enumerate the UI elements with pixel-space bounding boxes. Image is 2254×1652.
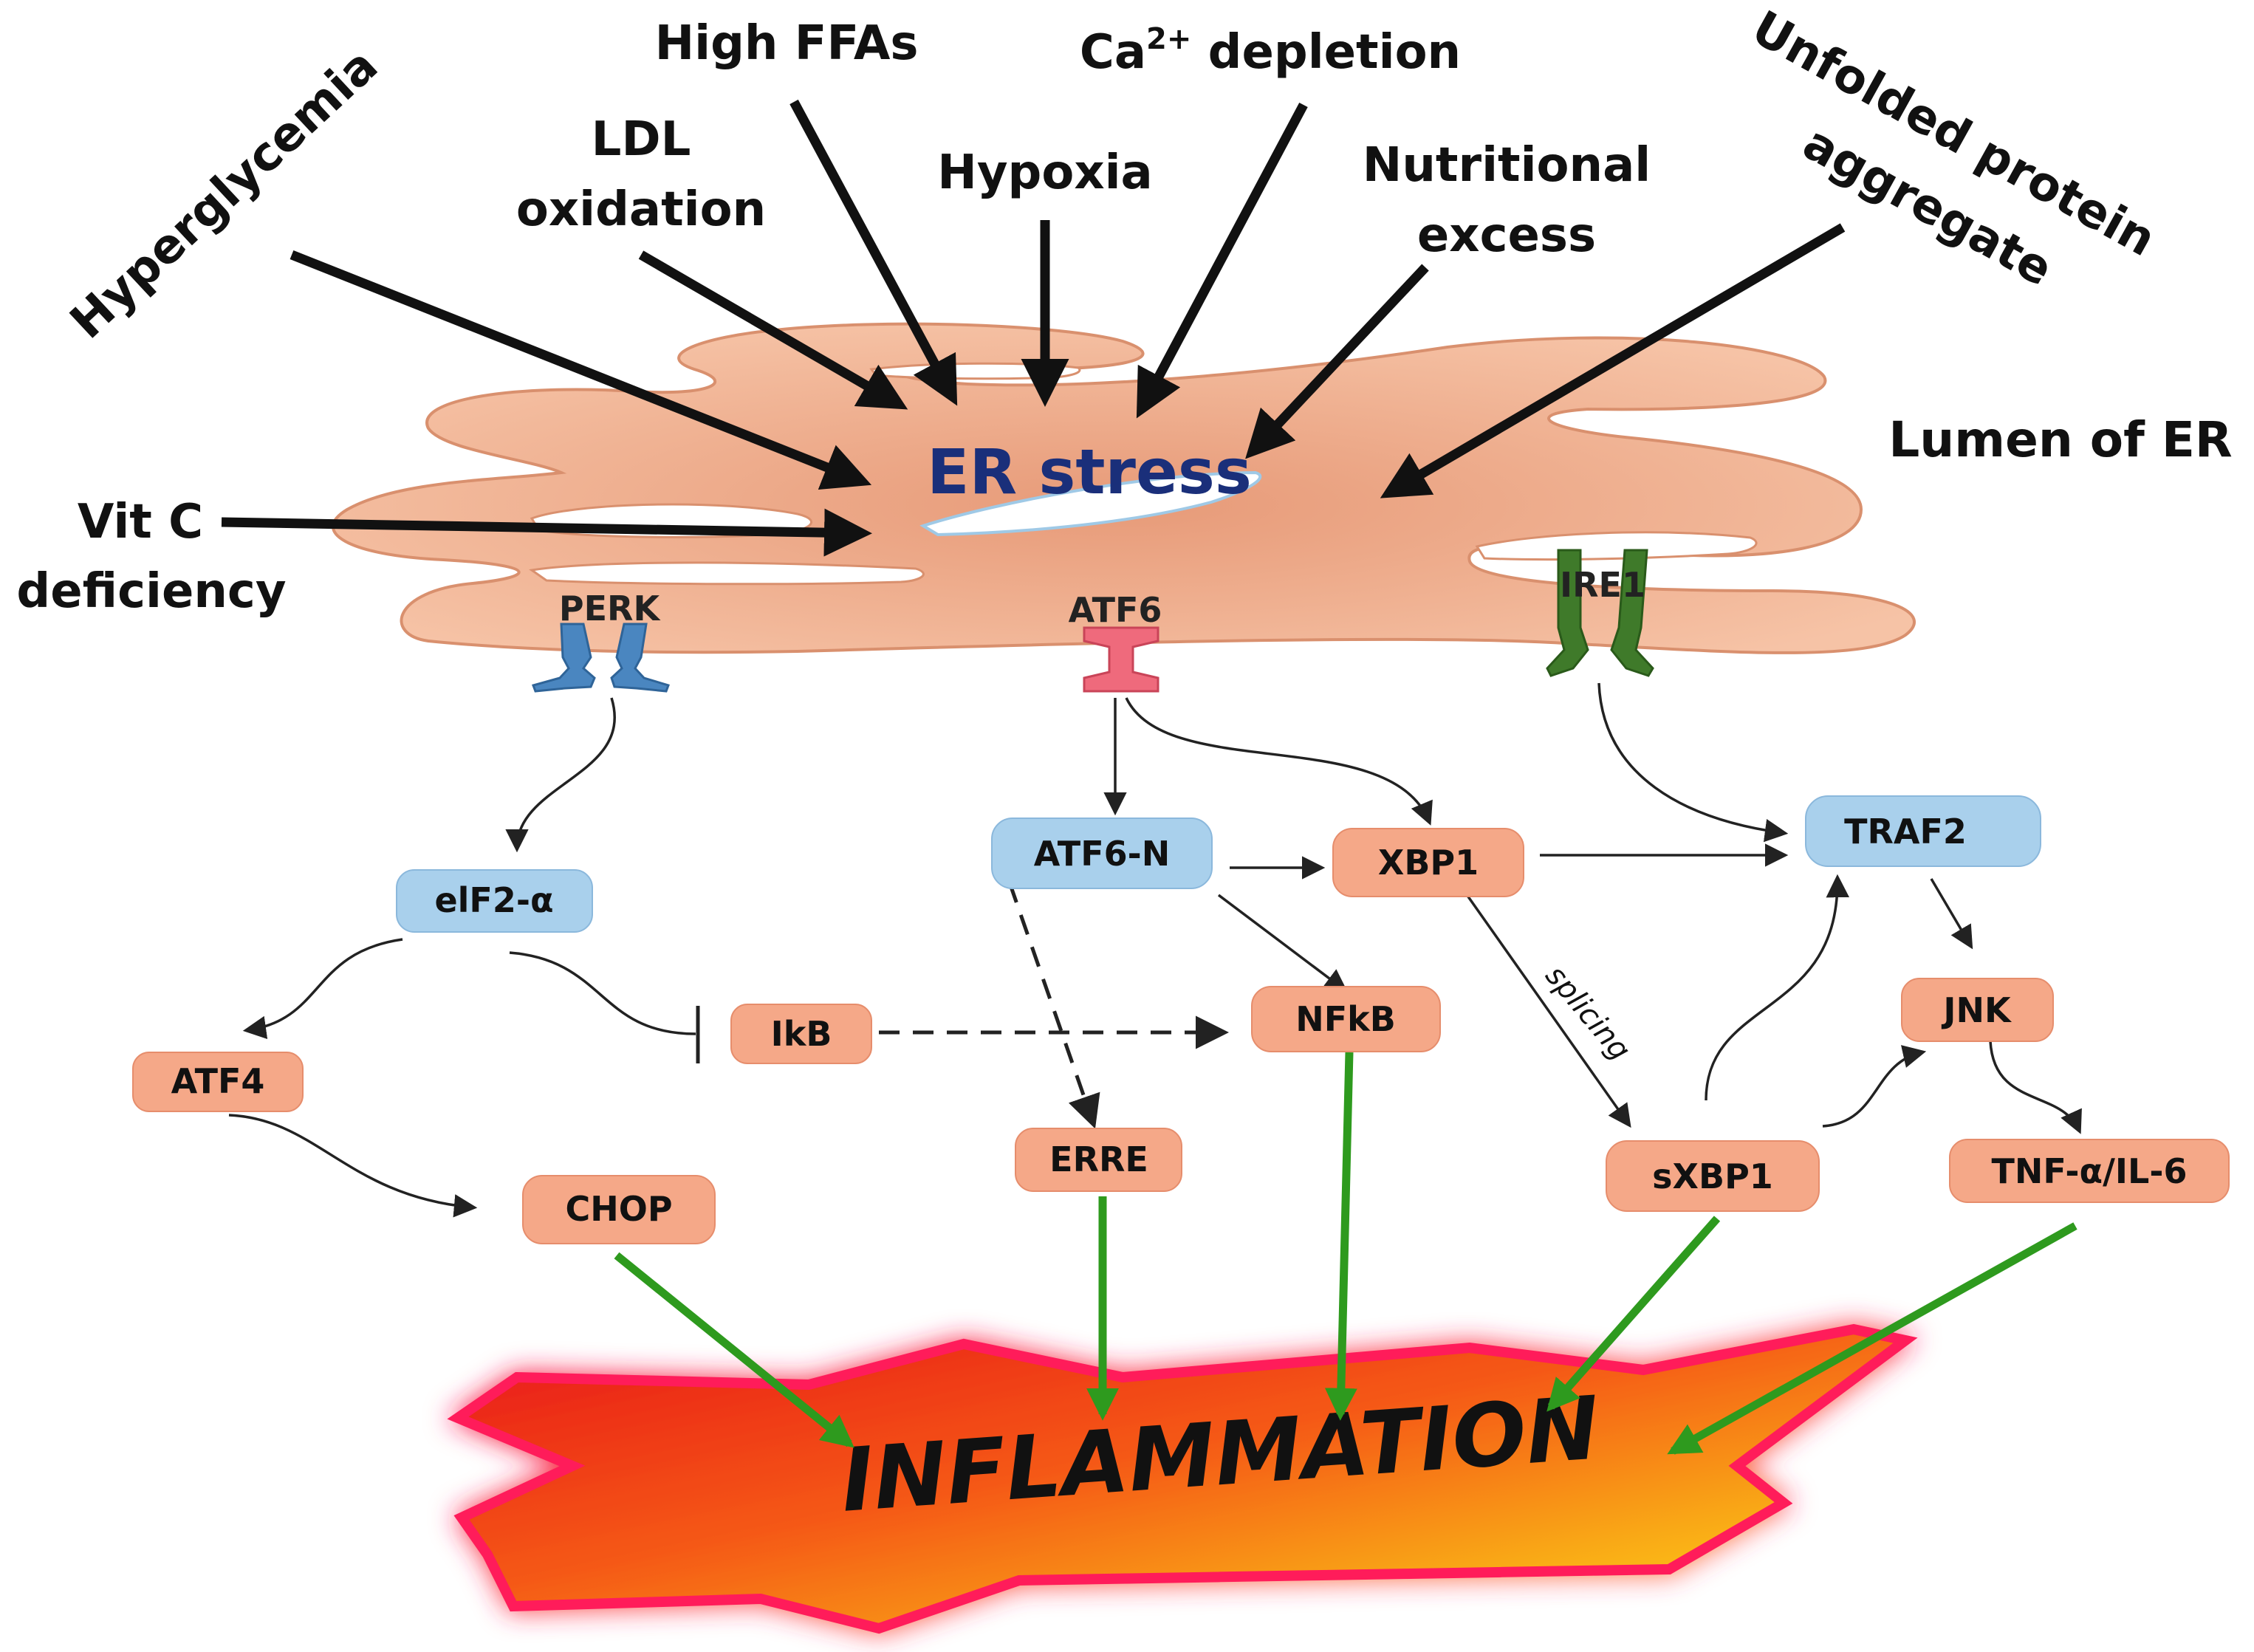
node-xbp1-label: XBP1 xyxy=(1378,843,1479,882)
stimulus-arrows xyxy=(221,99,1846,557)
node-ikb: IkB xyxy=(730,1004,872,1064)
green-arrow-tnf xyxy=(1667,1222,2077,1455)
node-erre-box xyxy=(1015,1128,1182,1192)
arrow-vitc xyxy=(221,508,872,557)
node-atf4: ATF4 xyxy=(132,1052,304,1112)
stimulus-hypoxia: Hypoxia xyxy=(937,145,1152,200)
node-atf4-box xyxy=(132,1052,304,1112)
node-atf6n-box xyxy=(991,818,1213,889)
arrow-xbp1-sxbp1 xyxy=(1465,892,1631,1128)
arrow-atf6-xbp1 xyxy=(1125,697,1433,826)
ire1-receptor: IRE1 xyxy=(1546,549,1654,677)
arrow-calcium xyxy=(1136,102,1308,419)
arrow-atf4-chop xyxy=(228,1114,478,1218)
inflammation-burst: INFLAMMATION xyxy=(447,1323,1918,1634)
atf6-receptor-shape xyxy=(1083,626,1159,693)
node-jnk-box xyxy=(1901,978,2054,1042)
stimulus-ldl-line1: LDL xyxy=(592,112,691,167)
node-sxbp1-label: sXBP1 xyxy=(1652,1156,1773,1196)
arrow-nutritional xyxy=(1245,264,1429,459)
ire1-receptor-shape xyxy=(1546,549,1654,677)
stimulus-hyperglycemia: Hyperglycemia xyxy=(60,38,388,350)
arrow-eif2a-atf4 xyxy=(242,938,403,1040)
stimulus-calcium: Ca2+ depletion xyxy=(1080,22,1461,80)
green-arrow-chop xyxy=(614,1252,854,1448)
node-tnf-il6: TNF-α/IL-6 xyxy=(1949,1139,2230,1203)
arrow-unfolded xyxy=(1380,223,1846,498)
inflammation-shape xyxy=(447,1323,1918,1634)
er-lumen-pocket xyxy=(919,470,1262,537)
node-eif2a-label: elF2-α xyxy=(434,880,553,920)
node-tnf-il6-box xyxy=(1949,1139,2230,1203)
arrow-sxbp1-traf2 xyxy=(1705,874,1849,1101)
stimulus-nutritional-line2: excess xyxy=(1417,208,1596,263)
atf6-label: ATF6 xyxy=(1069,590,1162,630)
node-nfkb: NFkB xyxy=(1251,986,1441,1052)
arrow-sxbp1-jnk xyxy=(1822,1045,1927,1128)
node-traf2: TRAF2 xyxy=(1805,795,2041,867)
ire1-label: IRE1 xyxy=(1560,565,1645,605)
node-chop-label: CHOP xyxy=(565,1189,672,1229)
stimulus-nutritional-line1: Nutritional xyxy=(1363,138,1651,193)
node-atf4-label: ATF4 xyxy=(171,1061,265,1101)
green-arrow-nfkb xyxy=(1324,1052,1357,1421)
arrow-traf2-jnk xyxy=(1930,878,1973,950)
arrow-perk-eif2a xyxy=(505,697,616,853)
node-chop: CHOP xyxy=(522,1175,716,1244)
pathway-arrows xyxy=(228,682,2082,1218)
green-arrow-sxbp1 xyxy=(1546,1216,1721,1412)
node-tnf-il6-label: TNF-α/IL-6 xyxy=(1992,1151,2188,1191)
atf6-receptor: ATF6 xyxy=(1069,590,1162,693)
node-erre: ERRE xyxy=(1015,1128,1182,1192)
node-ikb-label: IkB xyxy=(771,1014,832,1054)
arrow-jnk-tnf xyxy=(1989,1041,2082,1134)
er-stress-title: ER stress xyxy=(927,436,1252,508)
arrow-ldl-oxidation xyxy=(638,250,908,410)
node-traf2-box xyxy=(1805,795,2041,867)
node-xbp1-box xyxy=(1332,828,1524,897)
node-nfkb-label: NFkB xyxy=(1295,999,1396,1039)
stimulus-vitc-line2: deficiency xyxy=(16,564,286,619)
arrow-high-ffas xyxy=(789,99,958,406)
stimulus-ldl-line2: oxidation xyxy=(516,182,766,237)
node-jnk: JNK xyxy=(1901,978,2054,1042)
dashed-arrow-atf6n-erre xyxy=(996,850,1100,1129)
node-atf6n-label: ATF6-N xyxy=(1034,834,1170,874)
lumen-of-er-label: Lumen of ER xyxy=(1888,411,2232,468)
perk-label: PERK xyxy=(559,589,662,628)
node-erre-label: ERRE xyxy=(1049,1139,1148,1179)
node-traf2-label: TRAF2 xyxy=(1844,812,1967,851)
arrow-hyperglycemia xyxy=(290,250,872,490)
node-sxbp1-box xyxy=(1606,1140,1820,1212)
node-ikb-box xyxy=(730,1004,872,1064)
er-lumen-pocket xyxy=(529,561,925,586)
stimulus-high-ffas: High FFAs xyxy=(655,16,919,71)
perk-receptor-shape xyxy=(532,623,670,693)
arrow-ire1-traf2 xyxy=(1597,682,1789,843)
node-nfkb-box xyxy=(1251,986,1441,1052)
perk-receptor: PERK xyxy=(532,589,670,693)
node-sxbp1: sXBP1 xyxy=(1606,1140,1820,1212)
node-jnk-label: JNK xyxy=(1941,990,2012,1030)
inhibit-eif2a-ikb xyxy=(509,951,696,1035)
splicing-label: splicing xyxy=(1538,959,1637,1067)
node-xbp1: XBP1 xyxy=(1332,828,1524,897)
node-eif2a: elF2-α xyxy=(396,869,593,933)
node-chop-box xyxy=(522,1175,716,1244)
green-arrows xyxy=(614,1052,2077,1455)
arrow-atf6n-nfkb xyxy=(1217,894,1349,993)
node-atf6n: ATF6-N xyxy=(991,818,1213,889)
node-eif2a-box xyxy=(396,869,593,933)
stimulus-vitc-line1: Vit C xyxy=(78,495,203,549)
